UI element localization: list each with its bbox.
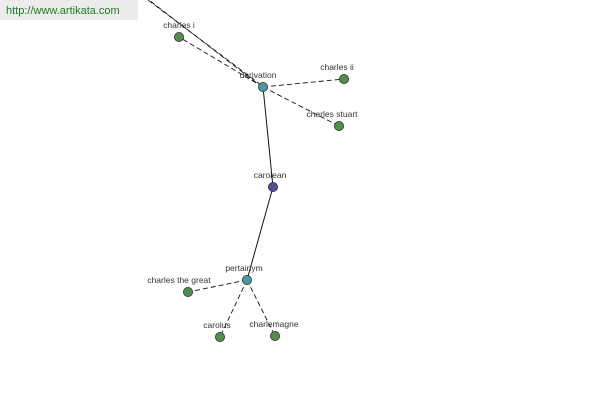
edge-derivation-charles-stuart (262, 86, 340, 127)
node-charles-i[interactable]: charles i (163, 20, 195, 43)
nodes-layer: charles i derivation charles ii charles stu… (147, 20, 358, 342)
node-label-charles-stuart[interactable]: charles stuart (306, 109, 358, 119)
source-url-banner[interactable]: http://www.artikata.com (0, 0, 138, 20)
edge-derivation-offscreen-1 (147, 0, 262, 86)
node-dot-carolus[interactable] (214, 331, 225, 342)
edge-derivation-charles-ii (262, 78, 345, 88)
node-charlemagne[interactable]: charlemagne (249, 319, 299, 341)
node-dot-charles-the-great[interactable] (182, 286, 193, 297)
node-dot-pertainym[interactable] (241, 274, 252, 285)
edge-pertainym-carolus (219, 279, 248, 338)
node-label-charles-the-great[interactable]: charles the great (147, 275, 211, 285)
edges-layer (147, 0, 345, 338)
node-charles-the-great[interactable]: charles the great (147, 275, 211, 297)
node-label-derivation[interactable]: derivation (240, 70, 277, 80)
node-carolus[interactable]: carolus (203, 320, 231, 342)
node-charles-ii[interactable]: charles ii (320, 62, 354, 85)
node-dot-charlemagne[interactable] (269, 330, 280, 341)
node-derivation[interactable]: derivation (240, 70, 277, 93)
edge-carolean-pertainym (246, 186, 274, 281)
node-label-charles-i[interactable]: charles i (163, 20, 195, 30)
node-dot-derivation[interactable] (257, 82, 268, 93)
edge-carolean-derivation (262, 86, 274, 188)
node-label-charlemagne[interactable]: charlemagne (249, 319, 298, 329)
edge-pertainym-charles-the-great (187, 279, 248, 293)
node-dot-charles-ii[interactable] (338, 74, 349, 85)
node-pertainym[interactable]: pertainym (225, 263, 263, 285)
node-dot-carolean[interactable] (267, 181, 278, 192)
edge-derivation-offscreen-2 (148, 0, 263, 88)
edge-pertainym-charlemagne (246, 279, 276, 337)
node-label-carolean[interactable]: carolean (254, 170, 287, 180)
node-charles-stuart[interactable]: charles stuart (306, 109, 358, 132)
node-label-pertainym[interactable]: pertainym (225, 263, 262, 273)
source-url-text[interactable]: http://www.artikata.com (6, 5, 120, 17)
node-dot-charles-stuart[interactable] (333, 121, 344, 132)
node-label-carolus[interactable]: carolus (203, 320, 230, 330)
node-carolean[interactable]: carolean (254, 170, 287, 192)
node-dot-charles-i[interactable] (173, 32, 184, 43)
node-label-charles-ii[interactable]: charles ii (320, 62, 354, 72)
edge-derivation-charles-i (178, 36, 264, 88)
